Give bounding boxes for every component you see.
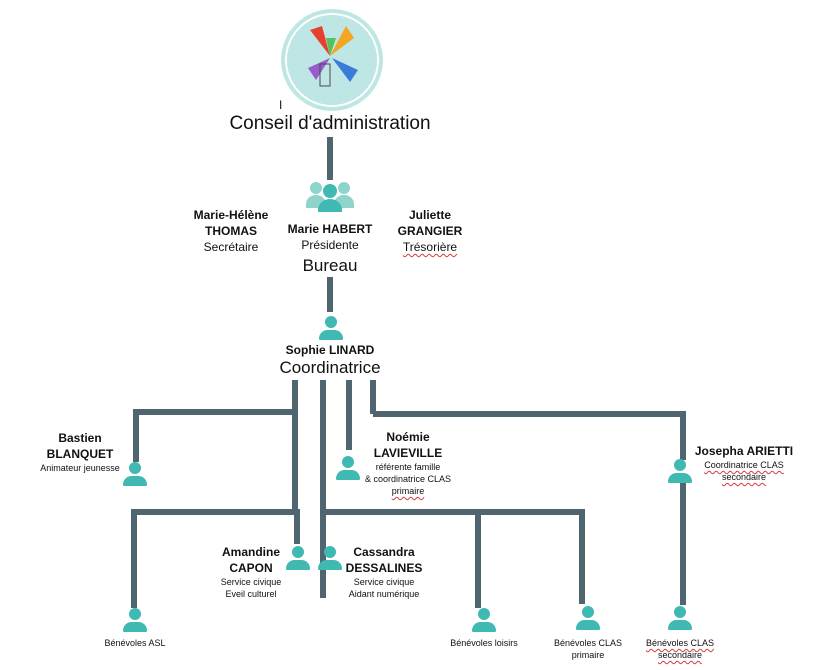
- bastien-person-icon: [123, 462, 147, 486]
- coordinator-role: Coordinatrice: [279, 358, 381, 377]
- logo-mark: I: [279, 98, 283, 112]
- treasurer-last-name: GRANGIER: [397, 224, 463, 238]
- secretary-first-name: Marie-Hélène: [193, 208, 269, 222]
- volunteers-clas-secondaire-line2: secondaire: [657, 650, 703, 660]
- volunteers-asl-person-icon: [123, 608, 147, 632]
- president-role: Présidente: [301, 238, 359, 252]
- josepha-person-icon: [668, 459, 692, 483]
- noemie-role-line2: & coordinatrice CLAS: [364, 474, 452, 484]
- amandine-role-line1: Service civique: [220, 577, 282, 587]
- josepha-role-line1: Coordinatrice CLAS: [704, 460, 784, 470]
- cassandra-role-line1: Service civique: [353, 577, 415, 587]
- treasurer-first-name: Juliette: [408, 208, 451, 222]
- volunteers-loisirs-person-icon: [472, 608, 496, 632]
- noemie-first-name: Noémie: [386, 430, 430, 444]
- volunteers-clas-secondaire-line1: Bénévoles CLAS: [645, 638, 715, 648]
- noemie-role-line3: primaire: [391, 486, 425, 496]
- president-name: Marie HABERT: [287, 222, 373, 236]
- coordinator-person-icon: [319, 316, 343, 340]
- cassandra-person-icon: [318, 546, 342, 570]
- coordinator-name: Sophie LINARD: [285, 343, 375, 357]
- volunteers-clas-secondaire-person-icon: [668, 606, 692, 630]
- josepha-name: Josepha ARIETTI: [694, 444, 794, 458]
- noemie-person-icon: [336, 456, 360, 480]
- volunteers-clas-primaire-person-icon: [576, 606, 600, 630]
- volunteers-clas-primaire-line2: primaire: [571, 650, 605, 660]
- josepha-role-line2: secondaire: [721, 472, 767, 482]
- cassandra-first-name: Cassandra: [353, 545, 415, 559]
- volunteers-asl-label: Bénévoles ASL: [104, 638, 166, 648]
- people-group-icon: [305, 180, 355, 212]
- bastien-role: Animateur jeunesse: [40, 463, 120, 473]
- cassandra-last-name: DESSALINES: [345, 561, 423, 575]
- amandine-person-icon: [286, 546, 310, 570]
- treasurer-role: Trésorière: [402, 240, 458, 254]
- amandine-first-name: Amandine: [221, 545, 280, 559]
- bastien-first-name: Bastien: [58, 431, 102, 445]
- amandine-last-name: CAPON: [229, 561, 273, 575]
- bureau-title: Bureau: [302, 256, 358, 275]
- cassandra-role-line2: Aidant numérique: [348, 589, 420, 599]
- association-logo: [280, 8, 384, 112]
- secretary-role: Secrétaire: [203, 240, 259, 254]
- noemie-role-line1: référente famille: [375, 462, 441, 472]
- noemie-last-name: LAVIEVILLE: [373, 446, 443, 460]
- secretary-last-name: THOMAS: [205, 224, 257, 238]
- volunteers-clas-primaire-line1: Bénévoles CLAS: [553, 638, 623, 648]
- board-title: Conseil d'administration: [229, 113, 431, 134]
- volunteers-loisirs-label: Bénévoles loisirs: [450, 638, 518, 648]
- amandine-role-line2: Eveil culturel: [225, 589, 277, 599]
- bastien-last-name: BLANQUET: [46, 447, 114, 461]
